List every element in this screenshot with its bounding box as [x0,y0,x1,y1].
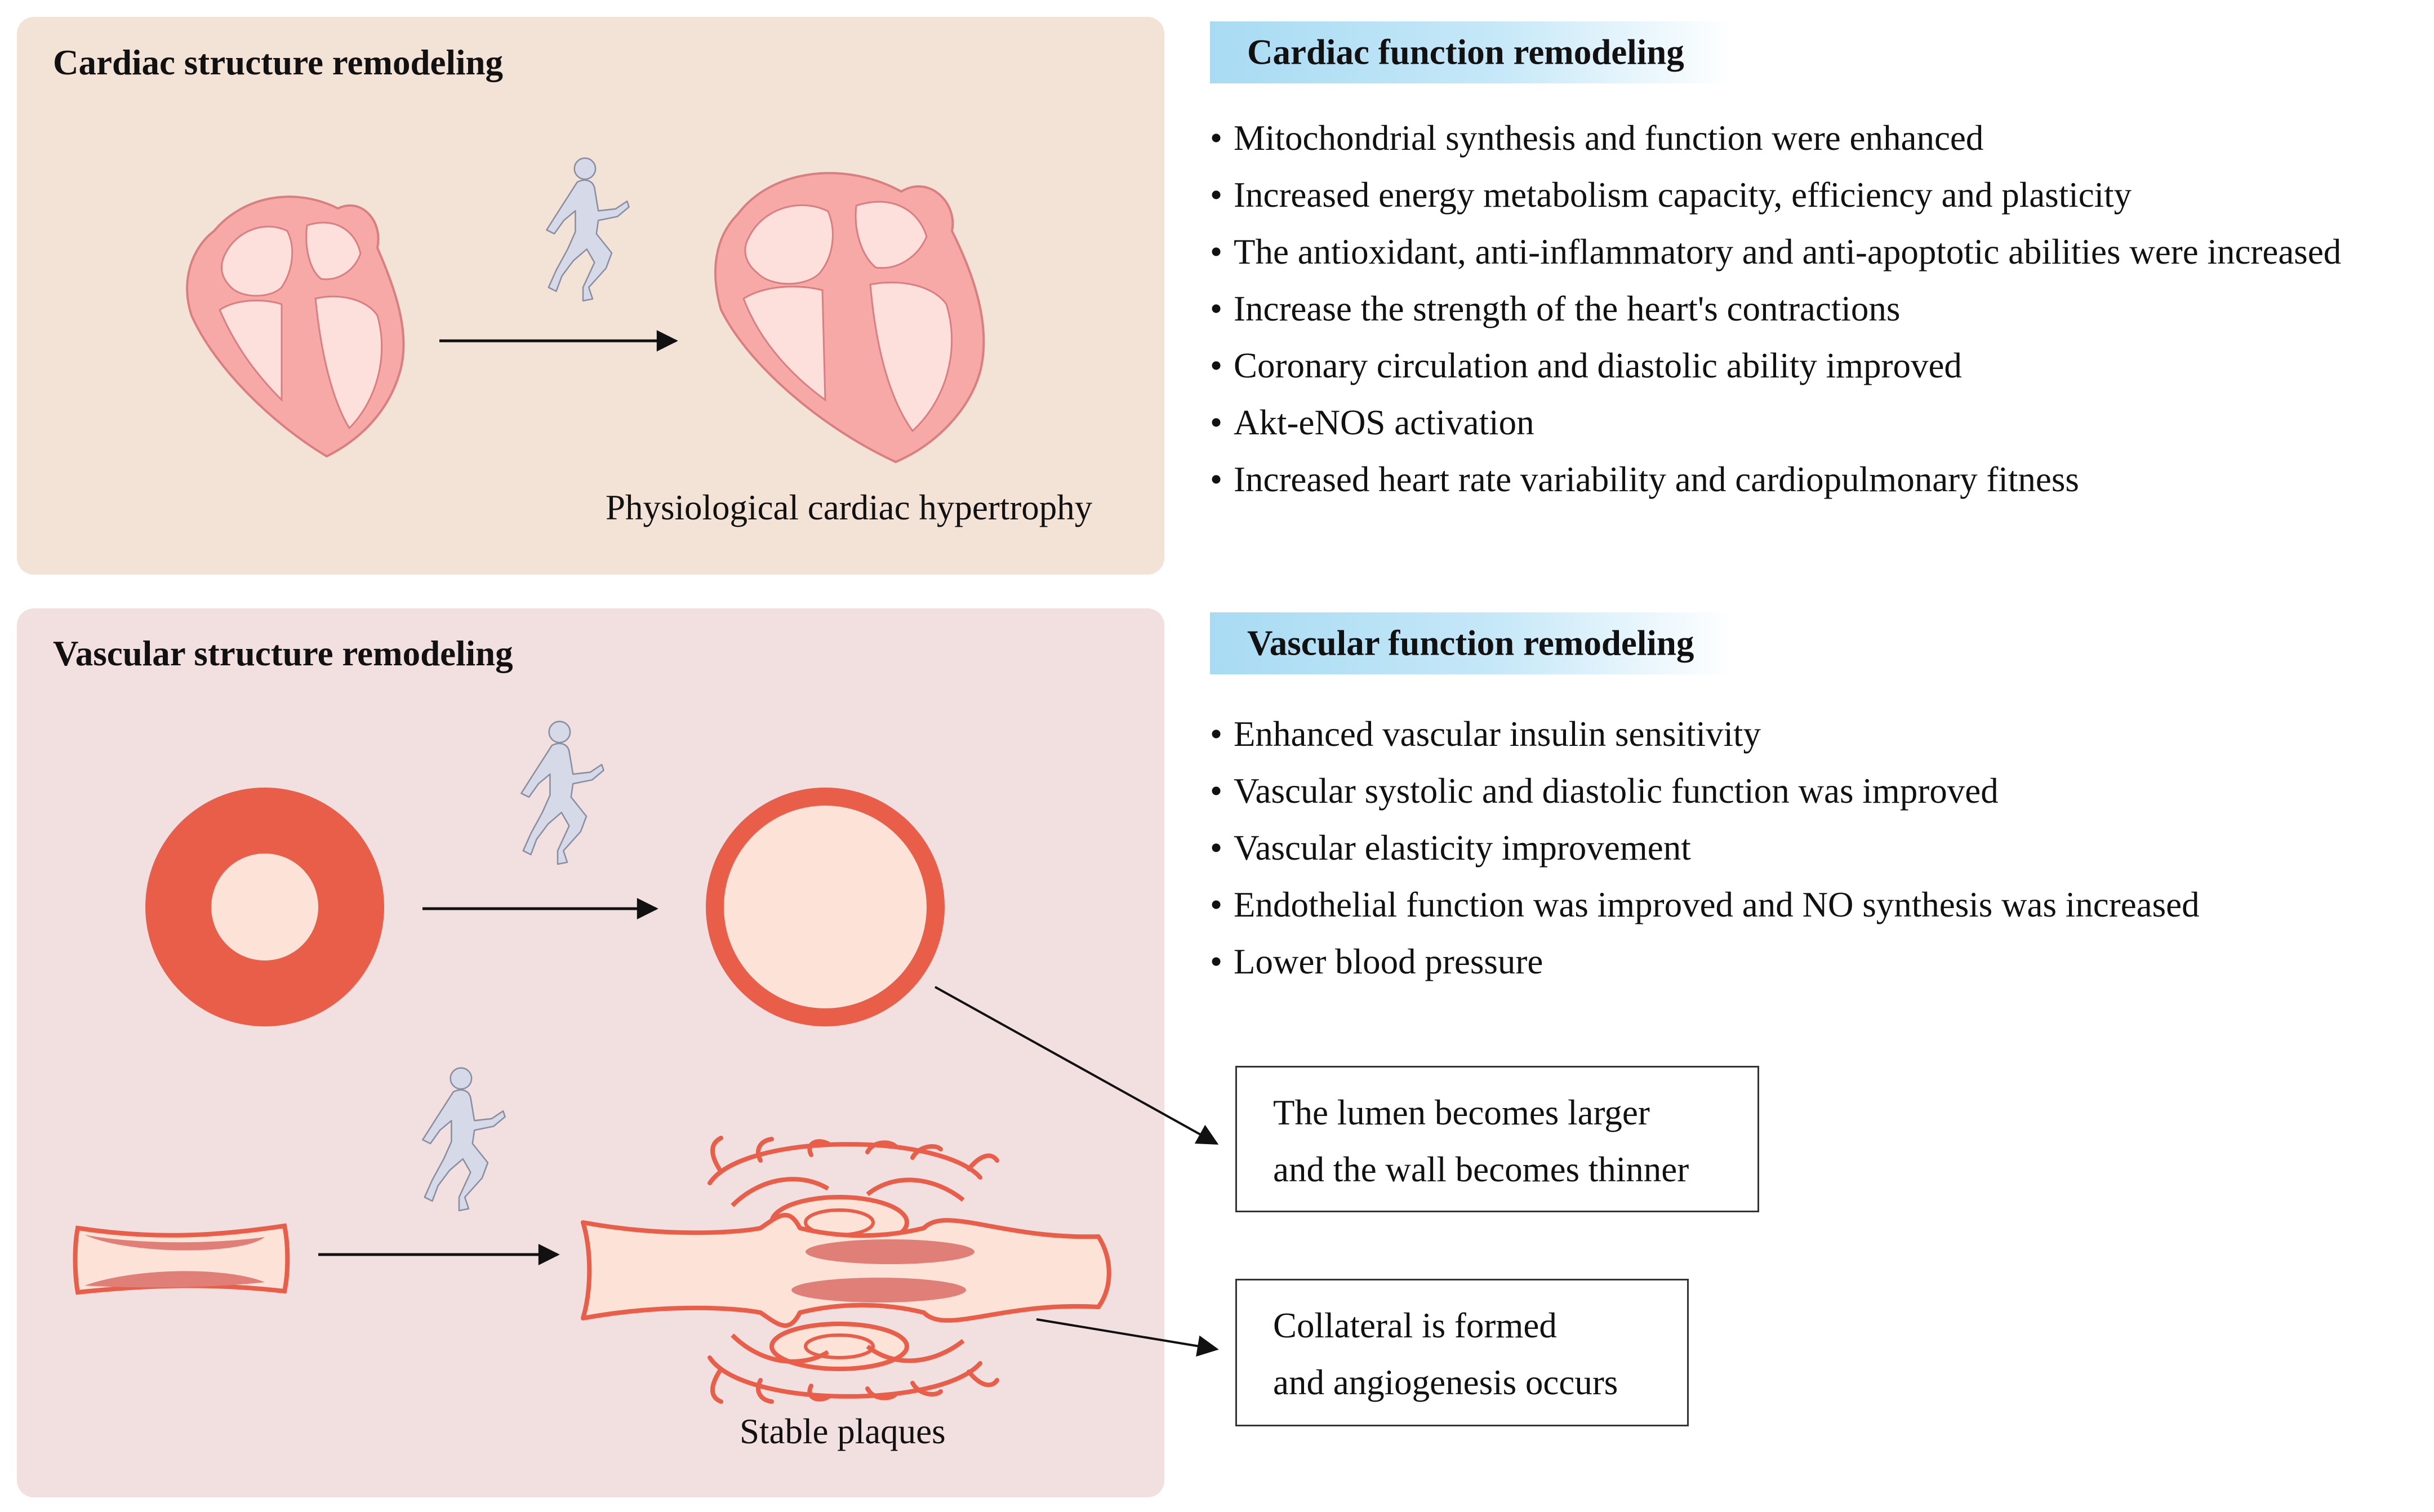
list-item: Enhanced vascular insulin sensitivity [1210,706,2200,763]
vessel-cross-section-icon [706,788,945,1026]
stable-plaques-caption: Stable plaques [740,1412,946,1451]
list-item: Endothelial function was improved and NO… [1210,877,2200,933]
arrow-icon [422,898,658,919]
vessel-cross-section-icon [145,788,384,1026]
heart-icon [186,195,405,458]
list-item: Increased heart rate variability and car… [1210,451,2341,508]
list-item: Vascular elasticity improvement [1210,820,2200,877]
cardiac-structure-title: Cardiac structure remodeling [53,43,504,82]
vascular-function-banner: Vascular function remodeling [1210,612,1734,674]
list-item: Lower blood pressure [1210,933,2200,990]
list-item: Akt-eNOS activation [1210,394,2341,451]
collateral-note-box: Collateral is formed and angiogenesis oc… [1235,1279,1689,1426]
arrow-icon [318,1244,560,1265]
artery-icon [73,1223,290,1295]
cardiac-function-list: Mitochondrial synthesis and function wer… [1210,110,2341,508]
list-item: Increased energy metabolism capacity, ef… [1210,167,2341,224]
cardiac-function-banner: Cardiac function remodeling [1210,21,1734,83]
collateral-note-line: Collateral is formed [1273,1306,1557,1345]
list-item: Coronary circulation and diastolic abili… [1210,337,2341,394]
vascular-function-title: Vascular function remodeling [1247,623,1694,663]
cardiac-hypertrophy-caption: Physiological cardiac hypertrophy [606,488,1093,527]
lumen-note-box: The lumen becomes larger and the wall be… [1235,1066,1759,1212]
list-item: Mitochondrial synthesis and function wer… [1210,110,2341,167]
vascular-structure-panel [17,608,1164,1497]
lumen-note-line: The lumen becomes larger [1273,1093,1650,1132]
cardiac-function-title: Cardiac function remodeling [1247,32,1684,72]
list-item: Vascular systolic and diastolic function… [1210,763,2200,820]
arrow-icon [439,330,678,352]
list-item: The antioxidant, anti-inflammatory and a… [1210,224,2341,281]
vascular-structure-title: Vascular structure remodeling [53,634,513,673]
heart-icon [714,172,985,464]
list-item: Increase the strength of the heart's con… [1210,281,2341,337]
collateral-note-line: and angiogenesis occurs [1273,1363,1618,1402]
collateral-artery-icon [581,1136,1111,1404]
connector-arrow [1036,1318,1219,1357]
lumen-note-line: and the wall becomes thinner [1273,1150,1689,1189]
connector-arrow [935,986,1219,1145]
vascular-function-list: Enhanced vascular insulin sensitivity Va… [1210,706,2200,990]
